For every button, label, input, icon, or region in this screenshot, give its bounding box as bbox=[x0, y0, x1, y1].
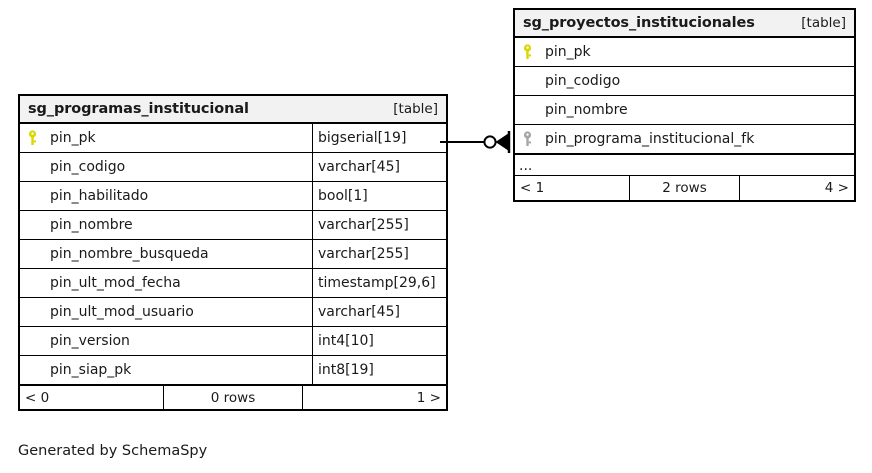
table-kind-label: [table] bbox=[801, 15, 846, 31]
table-row[interactable]: pin_siap_pk int8[19] bbox=[20, 356, 446, 385]
column-type-cell: varchar[255] bbox=[312, 240, 446, 268]
column-type: int8[19] bbox=[318, 362, 374, 378]
table-name: sg_programas_institucional bbox=[28, 101, 249, 117]
next-page-button[interactable]: 4 > bbox=[824, 180, 849, 196]
column-type: int4[10] bbox=[318, 333, 374, 349]
column-name: pin_codigo bbox=[545, 73, 621, 89]
column-name: pin_siap_pk bbox=[50, 362, 132, 378]
table-row[interactable]: pin_ult_mod_usuario varchar[45] bbox=[20, 298, 446, 327]
primary-key-icon bbox=[523, 44, 532, 59]
column-name-cell: pin_codigo bbox=[515, 67, 854, 95]
column-name-cell: pin_pk bbox=[20, 124, 312, 152]
column-type: bigserial[19] bbox=[318, 130, 407, 146]
column-name-cell: pin_programa_institucional_fk bbox=[515, 125, 854, 153]
table-row[interactable]: pin_programa_institucional_fk bbox=[515, 125, 854, 154]
generated-by-caption: Generated by SchemaSpy bbox=[18, 443, 208, 459]
column-name-cell: pin_ult_mod_fecha bbox=[20, 269, 312, 297]
column-name: pin_pk bbox=[50, 130, 96, 146]
column-name-cell: pin_ult_mod_usuario bbox=[20, 298, 312, 326]
column-type-cell: varchar[45] bbox=[312, 153, 446, 181]
prev-page-button[interactable]: < 0 bbox=[25, 389, 50, 406]
table-footer: < 1 2 rows 4 > bbox=[515, 176, 854, 200]
table-header: sg_proyectos_institucionales [table] bbox=[515, 10, 854, 38]
table-name: sg_proyectos_institucionales bbox=[523, 15, 755, 31]
foreign-key-icon bbox=[523, 131, 532, 146]
column-name: pin_version bbox=[50, 333, 130, 349]
column-type-cell: varchar[255] bbox=[312, 211, 446, 239]
column-type: varchar[255] bbox=[318, 246, 409, 262]
column-type: varchar[255] bbox=[318, 217, 409, 233]
table-sg_proyectos_institucionales[interactable]: sg_proyectos_institucionales [table] pin… bbox=[513, 8, 856, 202]
table-row[interactable]: pin_nombre bbox=[515, 96, 854, 125]
column-name: pin_ult_mod_fecha bbox=[50, 275, 181, 291]
column-type: timestamp[29,6] bbox=[318, 275, 436, 291]
column-type: bool[1] bbox=[318, 188, 368, 204]
column-name-cell: pin_siap_pk bbox=[20, 356, 312, 384]
row-count-label: 0 rows bbox=[162, 386, 304, 409]
column-name: pin_pk bbox=[545, 44, 591, 60]
column-type-cell: varchar[45] bbox=[312, 298, 446, 326]
column-type-cell: int4[10] bbox=[312, 327, 446, 355]
column-name: pin_nombre bbox=[545, 102, 628, 118]
column-name-cell: pin_pk bbox=[515, 38, 854, 66]
column-type: varchar[45] bbox=[318, 304, 400, 320]
table-sg_programas_institucional[interactable]: sg_programas_institucional [table] pin_p… bbox=[18, 94, 448, 411]
table-row[interactable]: pin_habilitado bool[1] bbox=[20, 182, 446, 211]
column-type-cell: bigserial[19] bbox=[312, 124, 446, 152]
table-row[interactable]: pin_ult_mod_fecha timestamp[29,6] bbox=[20, 269, 446, 298]
column-name-cell: pin_nombre bbox=[20, 211, 312, 239]
column-type-cell: bool[1] bbox=[312, 182, 446, 210]
column-type-cell: timestamp[29,6] bbox=[312, 269, 446, 297]
table-row[interactable]: pin_codigo bbox=[515, 67, 854, 96]
table-row[interactable]: pin_pk bigserial[19] bbox=[20, 124, 446, 153]
table-row[interactable]: pin_version int4[10] bbox=[20, 327, 446, 356]
column-name: pin_habilitado bbox=[50, 188, 149, 204]
primary-key-icon bbox=[28, 130, 37, 145]
column-name: pin_programa_institucional_fk bbox=[545, 131, 755, 147]
prev-page-button[interactable]: < 1 bbox=[520, 180, 545, 196]
table-kind-label: [table] bbox=[393, 101, 438, 117]
column-name-cell: pin_codigo bbox=[20, 153, 312, 181]
table-row[interactable]: pin_pk bbox=[515, 38, 854, 67]
column-name: pin_nombre_busqueda bbox=[50, 246, 209, 262]
column-type: varchar[45] bbox=[318, 159, 400, 175]
column-name-cell: pin_habilitado bbox=[20, 182, 312, 210]
table-footer: < 0 0 rows 1 > bbox=[20, 385, 446, 409]
column-name: pin_ult_mod_usuario bbox=[50, 304, 194, 320]
table-row[interactable]: pin_nombre varchar[255] bbox=[20, 211, 446, 240]
column-name: pin_nombre bbox=[50, 217, 133, 233]
column-name-cell: pin_version bbox=[20, 327, 312, 355]
table-row[interactable]: pin_nombre_busqueda varchar[255] bbox=[20, 240, 446, 269]
column-name-cell: pin_nombre_busqueda bbox=[20, 240, 312, 268]
next-page-button[interactable]: 1 > bbox=[416, 389, 441, 406]
table-header: sg_programas_institucional [table] bbox=[20, 96, 446, 124]
table-row[interactable]: pin_codigo varchar[45] bbox=[20, 153, 446, 182]
more-columns-indicator: ... bbox=[515, 154, 854, 176]
row-count-label: 2 rows bbox=[628, 176, 741, 200]
relationship-connector-programas-to-proyectos bbox=[440, 131, 511, 153]
column-name: pin_codigo bbox=[50, 159, 126, 175]
column-name-cell: pin_nombre bbox=[515, 96, 854, 124]
column-type-cell: int8[19] bbox=[312, 356, 446, 384]
